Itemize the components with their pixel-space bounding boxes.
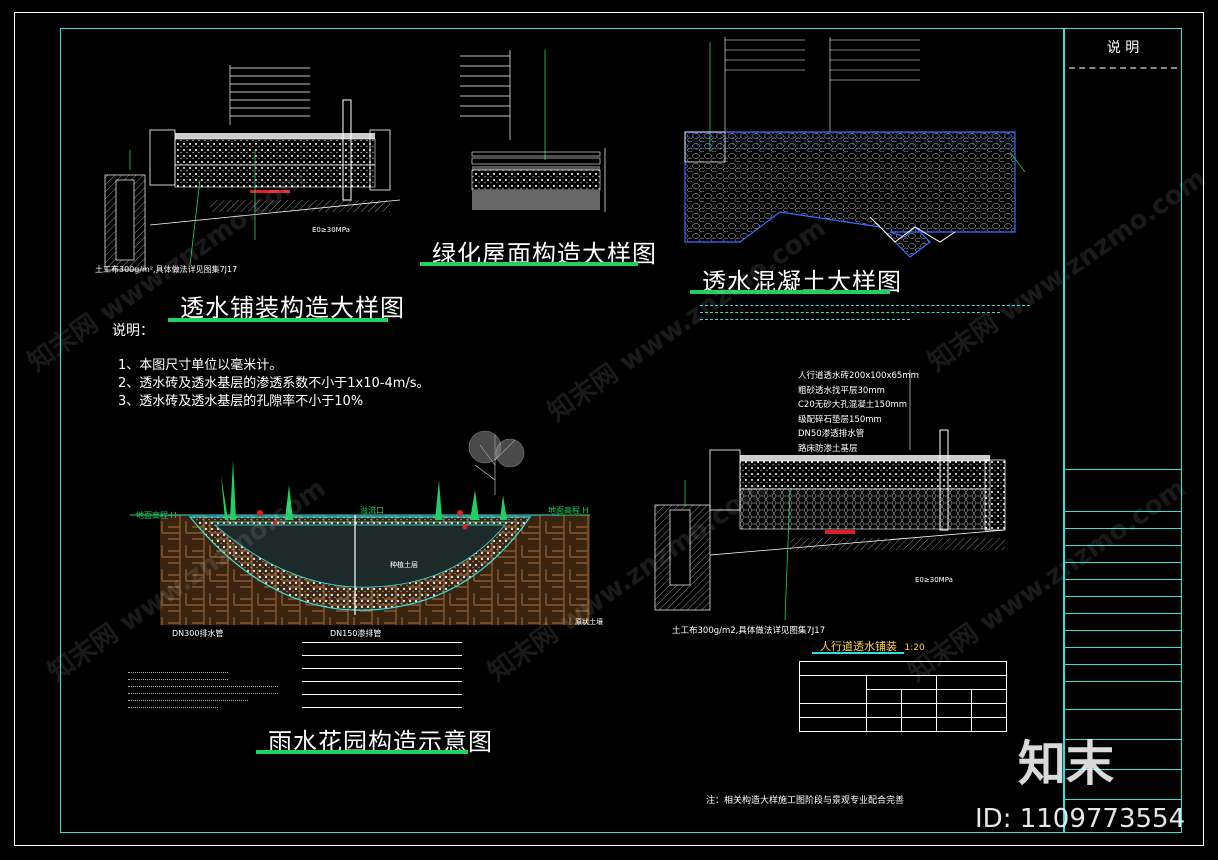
sidewalk-material-5: DN50渗透排水管 bbox=[798, 429, 865, 439]
notes-heading: 说明： bbox=[112, 323, 154, 339]
sidewalk-material-3: C20无砂大孔混凝土150mm bbox=[798, 400, 908, 410]
permeable-paving-drawing bbox=[104, 65, 400, 271]
permeable-concrete-drawing bbox=[684, 37, 1025, 258]
sidewalk-scale: 1:20 bbox=[904, 643, 925, 653]
rain-garden-drawing bbox=[130, 430, 590, 625]
title-underline-rain-garden bbox=[256, 750, 468, 754]
concrete-strength-right: E0≥30MPa bbox=[915, 576, 953, 584]
material-schedule-table bbox=[799, 661, 1007, 732]
rain-pipe-dn150: DN150渗排管 bbox=[330, 629, 382, 638]
green-roof-drawing bbox=[460, 50, 606, 212]
rain-ground-right: 地面高程 H bbox=[548, 506, 589, 515]
sidewalk-material-1: 人行道透水砖200x100x65mm bbox=[798, 371, 919, 381]
title-underline-permeable-concrete bbox=[690, 290, 890, 294]
permeable-concrete-notes bbox=[700, 302, 1030, 326]
sidewalk-title-text: 人行道透水铺装 bbox=[820, 640, 897, 653]
rain-overflow: 溢流口 bbox=[360, 506, 384, 515]
note-item-1: 1、本图尺寸单位以毫米计。 bbox=[118, 358, 283, 373]
sidewalk-paving-drawing bbox=[654, 370, 1006, 621]
rain-soil-layer: 种植土层 bbox=[390, 561, 418, 569]
note-item-2: 2、透水砖及透水基层的渗透系数不小于1x10-4m/s。 bbox=[118, 376, 430, 391]
drawing-frame bbox=[60, 28, 1064, 833]
rain-ground-left: 地面高程 H bbox=[136, 511, 177, 520]
title-underline-sidewalk bbox=[812, 652, 904, 654]
sidewalk-material-2: 粗砂透水找平层30mm bbox=[798, 385, 885, 396]
title-sidewalk-paving: 人行道透水铺装 1:20 bbox=[820, 638, 925, 654]
outer-frame bbox=[14, 12, 1204, 846]
title-underline-permeable-paving bbox=[168, 318, 388, 322]
sidewalk-material-4: 级配碎石垫层150mm bbox=[798, 414, 882, 425]
title-block-rows bbox=[1065, 469, 1181, 829]
title-block: 说 明 bbox=[1064, 28, 1182, 833]
soil-label-left: 土工布300g/m²,具体做法详见图集7J17 bbox=[95, 265, 238, 274]
concrete-strength-left: E0≥30MPa bbox=[312, 226, 350, 234]
note-item-3: 3、透水砖及透水基层的孔隙率不小于10% bbox=[118, 394, 364, 409]
sidewalk-material-6: 路床防渗土基层 bbox=[798, 443, 858, 454]
title-permeable-paving: 透水铺装构造大样图 bbox=[180, 294, 405, 322]
title-underline-green-roof bbox=[420, 262, 638, 266]
rain-garden-notes bbox=[128, 664, 278, 708]
soil-label-right: 土工布300g/m2,具体做法详见图集7J17 bbox=[672, 626, 826, 636]
image-id: ID: 1109773554 bbox=[975, 804, 1186, 834]
rain-original-soil: 原状土壤 bbox=[575, 618, 603, 626]
footer-note: 注：相关构造大样施工图阶段与景观专业配合完善 bbox=[706, 796, 905, 806]
brand-logo: 知末 bbox=[1018, 736, 1115, 792]
title-block-dash bbox=[1069, 67, 1177, 69]
sidewalk-material-list: 人行道透水砖200x100x65mm 粗砂透水找平层30mm C20无砂大孔混凝… bbox=[798, 369, 919, 456]
rain-pipe-dn300: DN300排水管 bbox=[172, 629, 224, 638]
title-block-heading: 说 明 bbox=[1106, 40, 1140, 56]
rain-garden-legend bbox=[302, 632, 462, 708]
